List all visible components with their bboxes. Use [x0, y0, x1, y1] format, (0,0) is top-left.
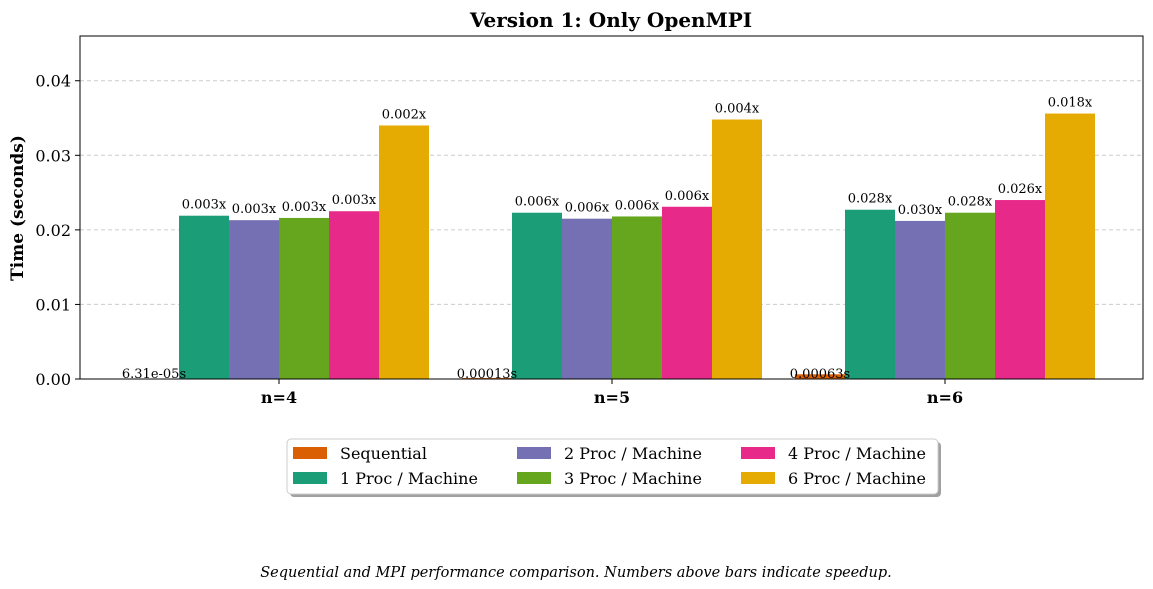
bar-value-label: 0.004x [715, 102, 760, 117]
legend-label: 1 Proc / Machine [340, 469, 478, 488]
bars [129, 113, 1095, 380]
bar [329, 211, 379, 379]
bar-value-label: 0.003x [182, 198, 227, 213]
bar-value-label: 0.00013s [457, 367, 517, 382]
bar-value-label: 0.006x [665, 189, 710, 204]
bar [379, 125, 429, 379]
y-axis-label: Time (seconds) [8, 135, 28, 281]
bar [229, 220, 279, 379]
y-axis-ticks: 0.00 0.01 0.02 0.03 0.04 [35, 72, 80, 389]
caption: Sequential and MPI performance compariso… [260, 565, 892, 581]
bar [662, 206, 712, 379]
legend-label: Sequential [340, 444, 427, 463]
legend-box [286, 438, 939, 495]
bar-value-label: 0.028x [948, 195, 993, 210]
chart-title: Version 1: Only OpenMPI [469, 8, 752, 32]
y-tick-label: 0.00 [35, 370, 71, 389]
bar-value-label: 0.003x [282, 200, 327, 215]
bar [279, 217, 329, 379]
bar-value-label: 0.030x [898, 203, 943, 218]
bar [795, 374, 845, 379]
bar-value-label: 0.003x [232, 202, 277, 217]
legend-swatch [517, 447, 551, 459]
bar [512, 212, 562, 379]
legend-label: 6 Proc / Machine [788, 469, 926, 488]
bar-value-label: 0.00063s [790, 367, 850, 382]
bar [179, 215, 229, 379]
bar [1045, 113, 1095, 380]
y-tick-label: 0.02 [35, 221, 71, 240]
x-axis-categories: n=4 n=5 n=6 [261, 379, 963, 407]
bar-value-label: 0.003x [332, 193, 377, 208]
bar-value-label: 0.028x [848, 192, 893, 207]
bar-value-label: 0.006x [515, 195, 560, 210]
legend-swatch [517, 472, 551, 484]
legend-swatch [741, 472, 775, 484]
legend-swatch [741, 447, 775, 459]
legend-label: 3 Proc / Machine [564, 469, 702, 488]
bar-labels: 6.31e-05s 0.003x 0.003x 0.003x 0.003x 0.002x 0… [122, 96, 1093, 382]
bar [945, 212, 995, 379]
bar-value-label: 0.002x [382, 107, 427, 122]
y-tick-label: 0.01 [35, 295, 71, 314]
x-tick-label: n=6 [927, 388, 963, 407]
bar [612, 216, 662, 379]
bar [995, 200, 1045, 379]
bar [562, 218, 612, 379]
bar [845, 209, 895, 379]
bar-value-label: 0.006x [565, 201, 610, 216]
bar-value-label: 0.018x [1048, 96, 1093, 111]
x-tick-label: n=4 [261, 388, 297, 407]
legend: Sequential 1 Proc / Machine 2 Proc / Machi… [286, 438, 941, 497]
x-tick-label: n=5 [594, 388, 630, 407]
bar [712, 119, 762, 379]
bar-value-label: 0.026x [998, 182, 1043, 197]
y-tick-label: 0.04 [35, 72, 71, 91]
legend-label: 2 Proc / Machine [564, 444, 702, 463]
legend-label: 4 Proc / Machine [788, 444, 926, 463]
bar-value-label: 6.31e-05s [122, 367, 186, 382]
bar [895, 220, 945, 379]
bar-value-label: 0.006x [615, 198, 660, 213]
legend-swatch [293, 447, 327, 459]
y-tick-label: 0.03 [35, 146, 71, 165]
legend-swatch [293, 472, 327, 484]
